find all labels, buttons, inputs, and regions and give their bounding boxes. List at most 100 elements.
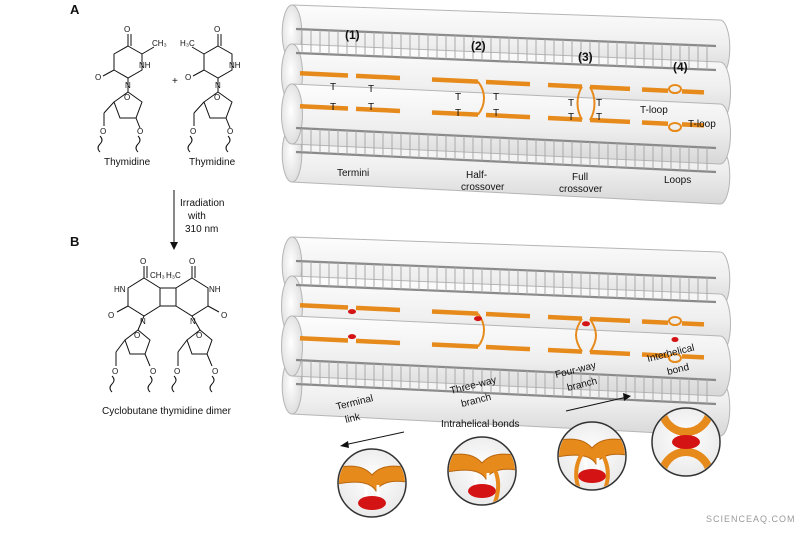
atom-nh-right: NH [229,61,241,70]
dimer-atom-o-9: O [174,367,180,376]
four-way-strand-left [575,318,583,353]
intrahelical-arrow-right [565,396,628,412]
base-t-3b: T [596,98,602,109]
irradiation-arrowhead [170,242,178,250]
atom-h3c-right: H₃C [180,39,195,48]
bundle-a [281,4,731,205]
irradiation-line3: 310 nm [185,224,218,235]
staple-strand [547,347,583,354]
irradiation-line2: with [187,211,206,222]
dimer-atom-nh: NH [209,285,221,294]
cyclobutane-dimer-structure [109,266,220,393]
atom-o-right-1: O [190,127,196,136]
staple-strand [589,117,631,125]
tloop-label-1: T-loop [640,105,668,116]
interhelical-loop-lower [668,353,682,364]
dimer-atom-o-8: O [150,367,156,376]
helix-bottom [295,358,717,406]
helix-bottom-rail-bottom [295,382,717,406]
staple-strand [431,110,479,117]
step-label-half-line2: crossover [461,182,505,193]
step-label-half-line1: Half- [466,170,487,181]
staple-strand [681,89,705,95]
atom-o-top-left: O [124,25,130,34]
intrahelical-label: Intrahelical bonds [441,419,519,430]
helix-bottom-rail-top [295,358,717,382]
staple-strand [485,344,531,352]
interhelical-dot [671,337,679,343]
atom-n-left: N [125,81,131,90]
staple-strand [485,79,531,87]
lens-content [339,465,405,510]
base-t-3d: T [596,112,602,123]
dimer-atom-o-6: O [196,331,202,340]
staple-strand [547,82,583,89]
step-label-full-line2: crossover [559,184,603,195]
base-t-1d: T [368,102,374,113]
step-number-2: (2) [471,39,486,53]
staple-strand [355,106,401,114]
tloop-lower [668,122,682,133]
four-way-dot [582,321,590,327]
atom-nh-left: NH [139,61,151,70]
dimer-atom-o-4: O [221,311,227,320]
thymidine-right-structure [187,34,233,153]
lens-strand [339,465,405,493]
dimer-atom-o-5: O [134,331,140,340]
watermark: SCIENCEAQ.COM [706,514,796,524]
base-t-2a: T [455,92,461,103]
step-number-3: (3) [578,50,593,64]
dimer-atom-o-1: O [140,257,146,266]
base-t-2d: T [493,108,499,119]
thymidine-left-structure [97,34,155,153]
dimer-atom-o-10: O [212,367,218,376]
dimer-atom-o-7: O [112,367,118,376]
thymidine-left-label: Thymidine [104,157,151,168]
dimer-atom-ch3: CH₃ [150,271,165,280]
lens-strand [559,438,625,466]
tube-front-lower-cap [281,83,303,145]
helix-top-rail-top [295,259,717,280]
atom-o-left-2: O [137,127,143,136]
lens-crosslink [672,435,700,449]
staple-strand [299,103,349,111]
terminal-link-dot-1 [348,309,356,315]
panel-b-letter: B [70,234,79,249]
intrahelical-arrowhead-left [340,441,349,448]
terminal-link-dot-2 [348,334,356,340]
helix-bottom [295,126,717,174]
helix-top-rail-top [295,27,717,48]
lens-loop-bottom [658,448,714,475]
lens-crosslink [468,484,496,498]
tube-front-lower-cap [281,315,303,377]
staple-strand [641,352,669,358]
staple-strand [431,342,479,349]
base-t-1a: T [330,82,336,93]
bundle-b [281,236,731,437]
lens-crosslink [358,496,386,510]
atom-o-left-1: O [100,127,106,136]
helix-top-rail-bottom [295,51,717,72]
three-way-dot [474,316,482,322]
base-t-2c: T [455,108,461,119]
staple-strand [547,115,583,122]
atom-o-bottom-right: O [185,73,191,82]
staple-strand [485,311,531,319]
step-label-terminal-line2: link [344,411,362,426]
helix-top [295,259,717,304]
helix-top [295,27,717,72]
magnified-views [337,407,721,518]
dimer-atom-o-2: O [189,257,195,266]
staple-strand [355,338,401,346]
dimer-atom-o-3: O [108,311,114,320]
base-t-1c: T [330,102,336,113]
full-crossover-strand-right [589,86,596,121]
lens-content [449,453,515,504]
tloop-label-2: T-loop [688,119,716,130]
intrahelical-arrow-left [343,431,405,446]
step-label-termini: Termini [337,168,369,179]
step-label-full-line1: Full [572,172,588,183]
dimer-atom-n-1: N [140,317,146,326]
